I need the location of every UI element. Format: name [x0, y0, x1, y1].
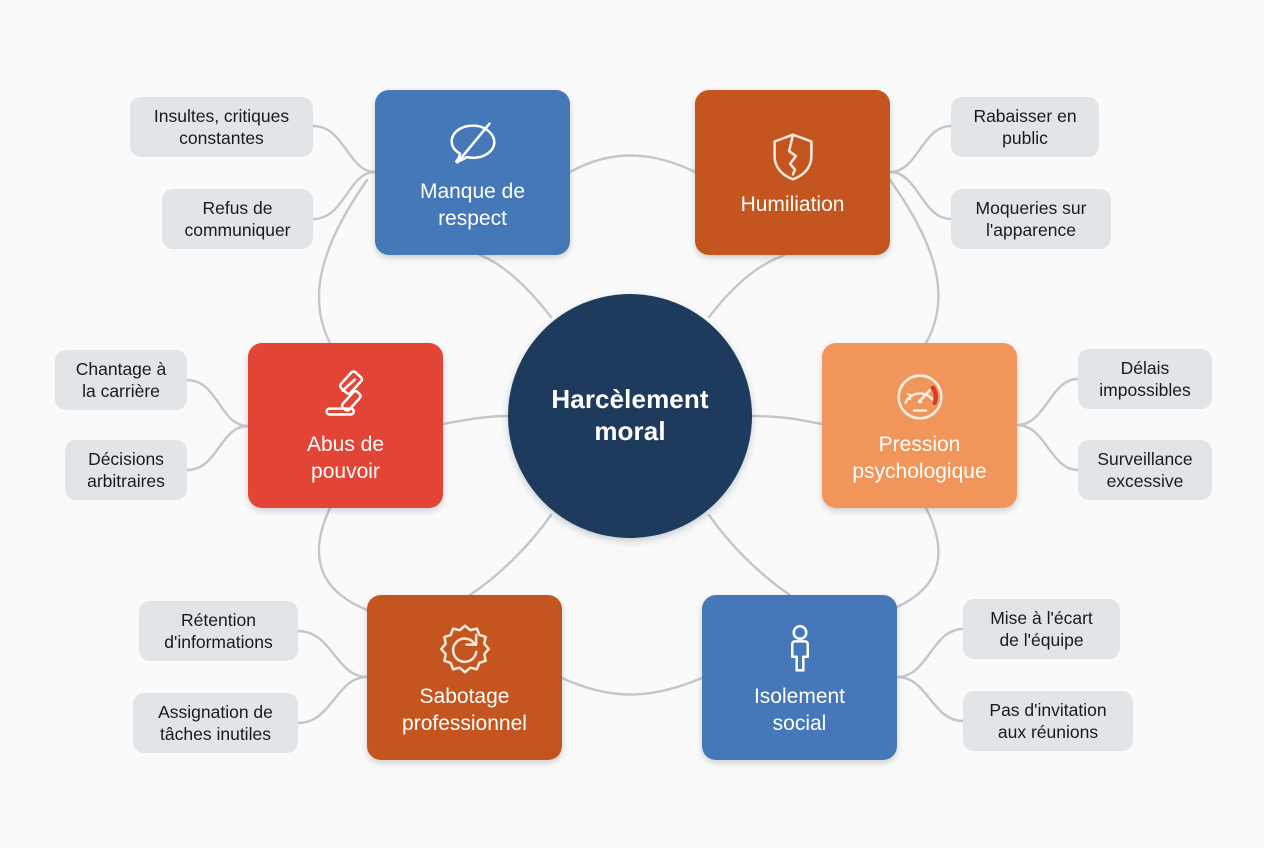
branch-node-pression-psychologique[interactable]: Pression psychologique [822, 343, 1017, 508]
leaf-wire-sabotage-professionnel-1 [296, 675, 369, 725]
leaf-chip-label: Rabaisser en public [973, 105, 1077, 148]
leaf-chip-label: Moqueries sur l'apparence [975, 197, 1087, 240]
lone-person-icon [790, 625, 809, 672]
branch-node-label: Humiliation [740, 193, 845, 217]
leaf-chip-label: Rétention d'informations [164, 609, 273, 652]
leaf-chip-label: Décisions arbitraires [87, 448, 165, 491]
leaf-wire-abus-de-pouvoir-0 [185, 378, 250, 428]
leaf-chip-label: Pas d'invitation aux réunions [989, 699, 1107, 742]
leaf-chip-abus-de-pouvoir-0[interactable]: Chantage à la carrière [55, 350, 187, 410]
spoke-manque-de-respect [478, 253, 553, 319]
gauge-icon [896, 374, 943, 420]
leaf-chip-label: Mise à l'écart de l'équipe [990, 607, 1093, 650]
branch-node-label: Isolement social [753, 685, 846, 735]
branch-node-isolement-social[interactable]: Isolement social [702, 595, 897, 760]
leaf-wire-humiliation-0 [888, 124, 953, 174]
branch-node-label: Sabotage professionnel [402, 685, 527, 735]
spoke-sabotage-professionnel [468, 513, 553, 597]
branch-node-label: Abus de pouvoir [306, 433, 385, 483]
branch-node-label: Pression psychologique [852, 433, 987, 483]
center-node-label: Harcèlement moral [551, 384, 709, 446]
gear-reset-icon [439, 624, 490, 674]
leaf-chip-label: Surveillance excessive [1097, 448, 1193, 491]
leaf-wire-manque-de-respect-1 [311, 170, 377, 221]
leaf-wire-pression-psychologique-0 [1015, 377, 1080, 427]
ring-arc-bottom-right [888, 506, 940, 612]
ring-arc-bottom-left [317, 506, 369, 612]
ring-arc-top [568, 154, 697, 174]
leaf-wire-humiliation-1 [888, 170, 953, 221]
leaf-wire-isolement-social-1 [895, 675, 965, 723]
branch-node-sabotage-professionnel[interactable]: Sabotage professionnel [367, 595, 562, 760]
ring-arc-bottom [560, 676, 704, 696]
leaf-chip-abus-de-pouvoir-1[interactable]: Décisions arbitraires [65, 440, 187, 500]
branch-node-humiliation[interactable]: Humiliation [695, 90, 890, 255]
broken-shield-icon [772, 133, 813, 181]
leaf-chip-humiliation-0[interactable]: Rabaisser en public [951, 97, 1099, 157]
leaf-wire-pression-psychologique-1 [1015, 423, 1080, 472]
speech-bubble-slash-icon [449, 122, 496, 164]
spoke-isolement-social [707, 513, 792, 597]
leaf-chip-manque-de-respect-0[interactable]: Insultes, critiques constantes [130, 97, 313, 157]
leaf-chip-label: Assignation de tâches inutiles [158, 701, 273, 744]
leaf-chip-sabotage-professionnel-1[interactable]: Assignation de tâches inutiles [133, 693, 298, 753]
branch-node-label: Manque de respect [419, 180, 526, 230]
leaf-chip-sabotage-professionnel-0[interactable]: Rétention d'informations [139, 601, 298, 661]
leaf-chip-isolement-social-0[interactable]: Mise à l'écart de l'équipe [963, 599, 1120, 659]
leaf-chip-humiliation-1[interactable]: Moqueries sur l'apparence [951, 189, 1111, 249]
gavel-icon [324, 370, 363, 416]
branch-node-manque-de-respect[interactable]: Manque de respect [375, 90, 570, 255]
leaf-chip-manque-de-respect-1[interactable]: Refus de communiquer [162, 189, 313, 249]
leaf-chip-label: Refus de communiquer [184, 197, 291, 240]
leaf-chip-label: Délais impossibles [1099, 357, 1191, 400]
leaf-wire-abus-de-pouvoir-1 [185, 424, 250, 472]
leaf-chip-label: Chantage à la carrière [75, 358, 167, 401]
leaf-chip-pression-psychologique-0[interactable]: Délais impossibles [1078, 349, 1212, 409]
leaf-chip-isolement-social-1[interactable]: Pas d'invitation aux réunions [963, 691, 1133, 751]
spoke-pression-psychologique [750, 414, 824, 426]
spoke-abus-de-pouvoir [441, 414, 510, 426]
leaf-wire-manque-de-respect-0 [311, 124, 377, 174]
center-node-harcelement-moral[interactable]: Harcèlement moral [508, 294, 752, 538]
branch-node-abus-de-pouvoir[interactable]: Abus de pouvoir [248, 343, 443, 508]
leaf-chip-label: Insultes, critiques constantes [153, 105, 290, 148]
spoke-humiliation [707, 253, 787, 319]
ring-arc-top-left [317, 178, 369, 345]
leaf-chip-pression-psychologique-1[interactable]: Surveillance excessive [1078, 440, 1212, 500]
ring-arc-top-right [888, 178, 940, 345]
leaf-wire-isolement-social-0 [895, 627, 965, 679]
leaf-wire-sabotage-professionnel-0 [296, 629, 369, 679]
